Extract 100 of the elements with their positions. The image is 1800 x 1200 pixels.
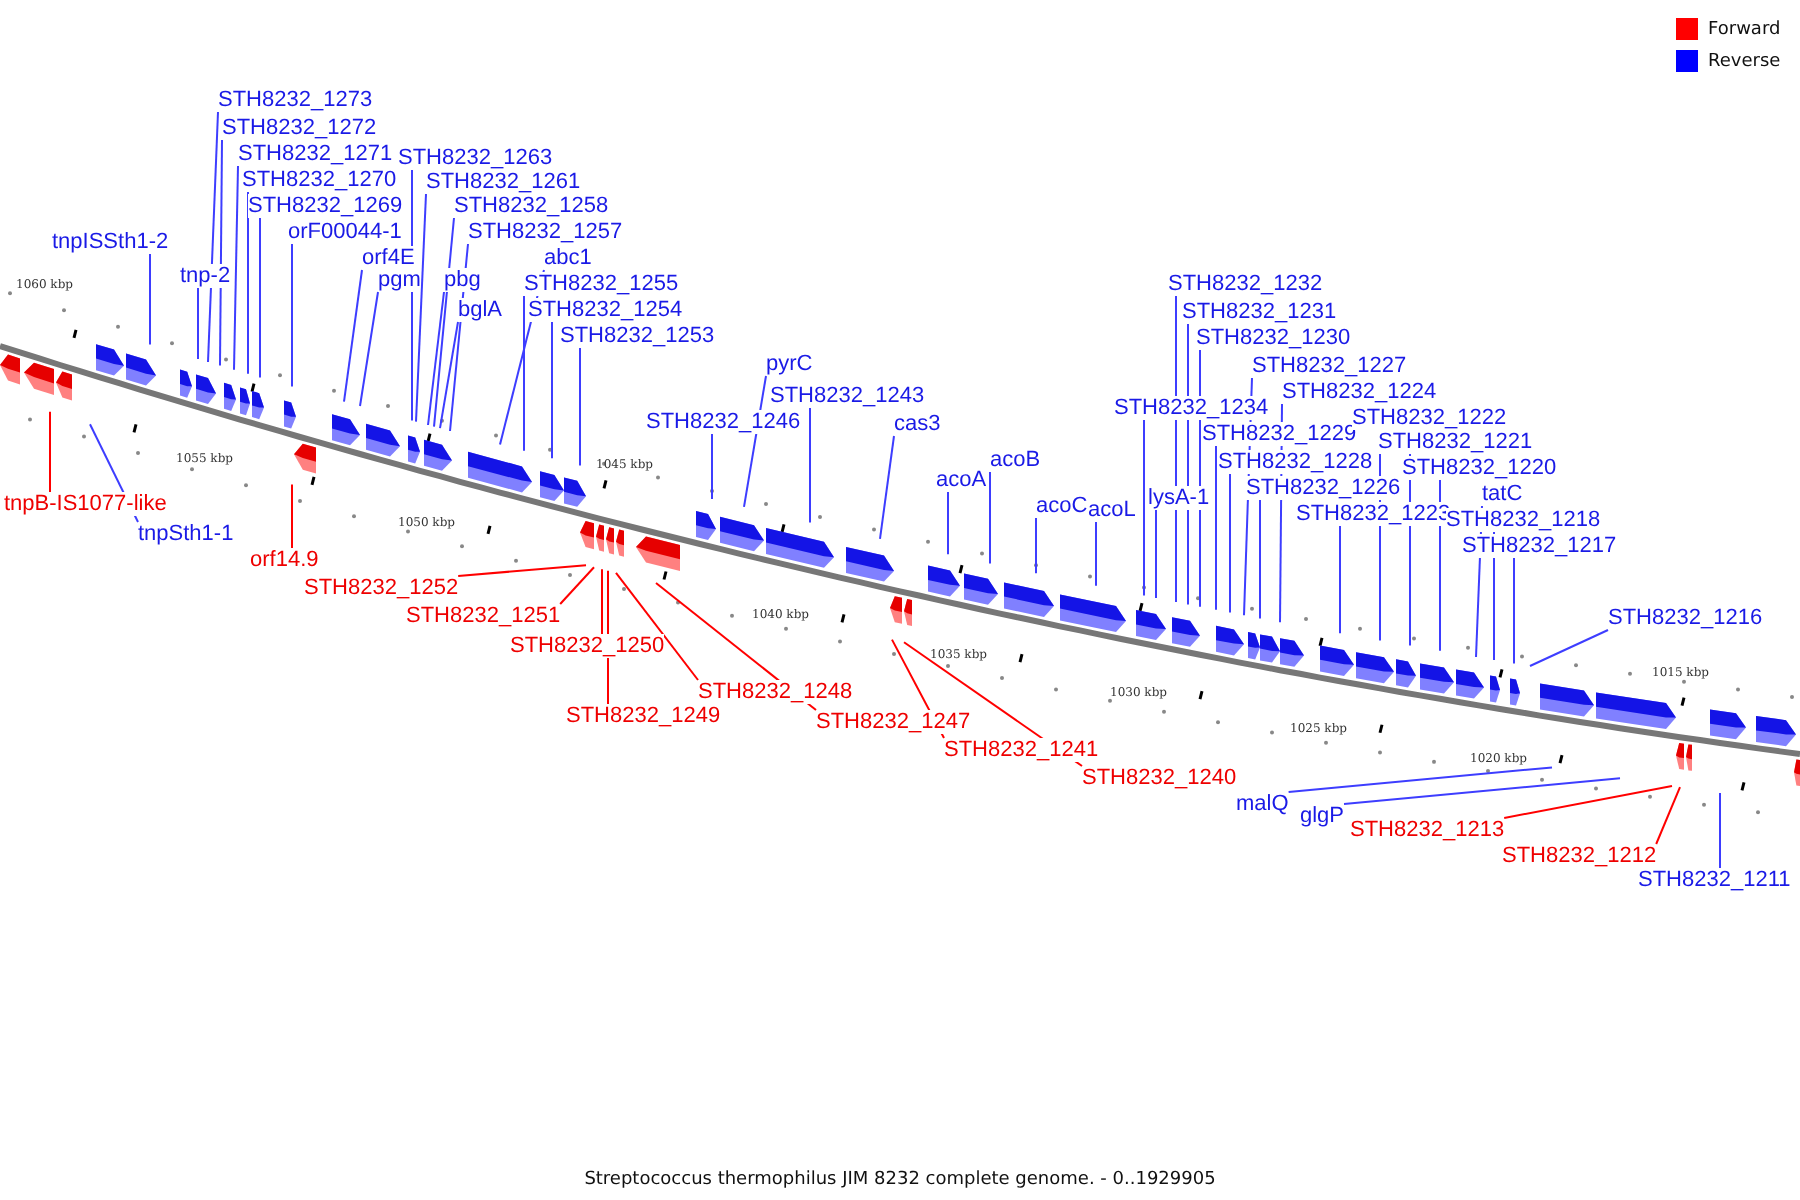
- leader-line: [879, 435, 895, 540]
- gene-label: STH8232_1273: [218, 88, 373, 112]
- leader-line: [291, 243, 293, 388]
- leader-line: [247, 191, 249, 375]
- gene-label: acoC: [1036, 494, 1088, 518]
- leader-line: [989, 471, 991, 565]
- legend-label: Reverse: [1708, 51, 1781, 71]
- leader-line: [1529, 629, 1609, 667]
- gene-label: STH8232_1211: [1638, 868, 1791, 892]
- gene-label: STH8232_1228: [1218, 450, 1373, 474]
- leader-line: [1155, 509, 1157, 599]
- gene-label: STH8232_1257: [468, 220, 623, 244]
- gene-label: STH8232_1272: [222, 116, 377, 140]
- leader-line: [1339, 525, 1341, 635]
- leader-line: [1513, 557, 1515, 665]
- gene-label: bglA: [458, 298, 503, 322]
- gene-label: STH8232_1249: [566, 704, 721, 728]
- leader-line: [359, 291, 379, 407]
- gene-label: STH8232_1241: [944, 738, 1099, 762]
- leader-line: [1719, 792, 1721, 869]
- caption: Streptococcus thermophilus JIM 8232 complete genome. - 0..1929905: [584, 1170, 1216, 1190]
- leader-line: [551, 321, 553, 460]
- gene-label: STH8232_1246: [646, 410, 801, 434]
- leader-line: [1343, 777, 1621, 805]
- leader-line: [1503, 785, 1673, 819]
- gene-label: STH8232_1220: [1402, 456, 1557, 480]
- gene-label: STH8232_1254: [528, 298, 683, 322]
- legend-label: Forward: [1708, 19, 1781, 39]
- gene-label: STH8232_1232: [1168, 272, 1323, 296]
- leader-line: [49, 410, 51, 493]
- gene-label: STH8232_1213: [1350, 818, 1505, 842]
- gene-label: lysA-1: [1148, 486, 1210, 510]
- gene-label: acoL: [1088, 498, 1136, 522]
- gene-label: tnpSth1-1: [138, 522, 234, 546]
- leader-line: [1439, 479, 1441, 652]
- gene-label: STH8232_1255: [524, 272, 679, 296]
- gene-label: STH8232_1261: [426, 170, 581, 194]
- gene-label: STH8232_1222: [1352, 406, 1507, 430]
- gene-label: glgP: [1300, 804, 1345, 828]
- leader-line: [457, 564, 587, 577]
- leader-line: [1095, 521, 1097, 587]
- gene-label: acoB: [990, 448, 1041, 472]
- gene-label: STH8232_1224: [1282, 380, 1437, 404]
- leader-line: [291, 483, 293, 549]
- leader-line: [1287, 766, 1553, 793]
- gene-label: cas3: [894, 412, 941, 436]
- gene-label: orf4E: [362, 246, 415, 270]
- leader-line: [601, 568, 603, 635]
- gene-label: STH8232_1263: [398, 146, 553, 170]
- gene-label: STH8232_1223: [1296, 502, 1451, 526]
- leader-line: [1229, 473, 1231, 614]
- leader-line: [449, 243, 469, 432]
- gene-label: pgm: [378, 268, 421, 292]
- gene-label: STH8232_1251: [406, 604, 561, 628]
- gene-label: abc1: [544, 246, 592, 270]
- gene-label: pyrC: [766, 352, 813, 376]
- leader-line: [1035, 517, 1037, 575]
- gene-label: STH8232_1247: [816, 710, 971, 734]
- leader-line: [559, 566, 595, 605]
- gene-label: STH8232_1218: [1446, 508, 1601, 532]
- leader-line: [427, 291, 445, 426]
- leader-line: [1259, 499, 1261, 620]
- gene-label: STH8232_1240: [1082, 766, 1237, 790]
- gene-label: STH8232_1227: [1252, 354, 1407, 378]
- gene-label: STH8232_1234: [1114, 396, 1269, 420]
- gene-label: STH8232_1258: [454, 194, 609, 218]
- leader-line: [579, 347, 581, 467]
- gene-label: acoA: [936, 468, 987, 492]
- gene-label: tnpB-IS1077-like: [4, 492, 167, 516]
- leader-line: [1215, 445, 1217, 611]
- gene-label: STH8232_1250: [510, 634, 665, 658]
- leader-line: [219, 139, 223, 367]
- gene-label: STH8232_1253: [560, 324, 715, 348]
- gene-label: STH8232_1229: [1202, 422, 1357, 446]
- leader-line: [439, 321, 459, 430]
- gene-label: STH8232_1252: [304, 576, 459, 600]
- gene-label: STH8232_1230: [1196, 326, 1351, 350]
- gene-label: STH8232_1243: [770, 384, 925, 408]
- leader-line: [711, 433, 713, 500]
- gene-label: pbg: [444, 268, 481, 292]
- gene-label: malQ: [1236, 792, 1289, 816]
- leader-line: [433, 217, 455, 428]
- leader-line: [415, 193, 427, 423]
- gene-label: STH8232_1231: [1182, 300, 1337, 324]
- leader-line: [1143, 419, 1145, 597]
- leader-line: [233, 165, 239, 371]
- leader-line: [343, 269, 363, 403]
- gene-label: STH8232_1212: [1502, 844, 1657, 868]
- gene-label: orF00044-1: [288, 220, 402, 244]
- leader-line: [615, 571, 699, 681]
- gene-label: STH8232_1221: [1378, 430, 1533, 454]
- gene-label: tatC: [1482, 482, 1523, 506]
- leader-line: [523, 295, 525, 452]
- gene-label: STH8232_1216: [1608, 606, 1763, 630]
- gene-label: STH8232_1217: [1462, 534, 1617, 558]
- gene-label: STH8232_1226: [1246, 476, 1401, 500]
- leader-line: [947, 491, 949, 556]
- gene-label: STH8232_1271: [238, 142, 393, 166]
- gene-label: STH8232_1269: [248, 194, 403, 218]
- gene-label: STH8232_1270: [242, 168, 397, 192]
